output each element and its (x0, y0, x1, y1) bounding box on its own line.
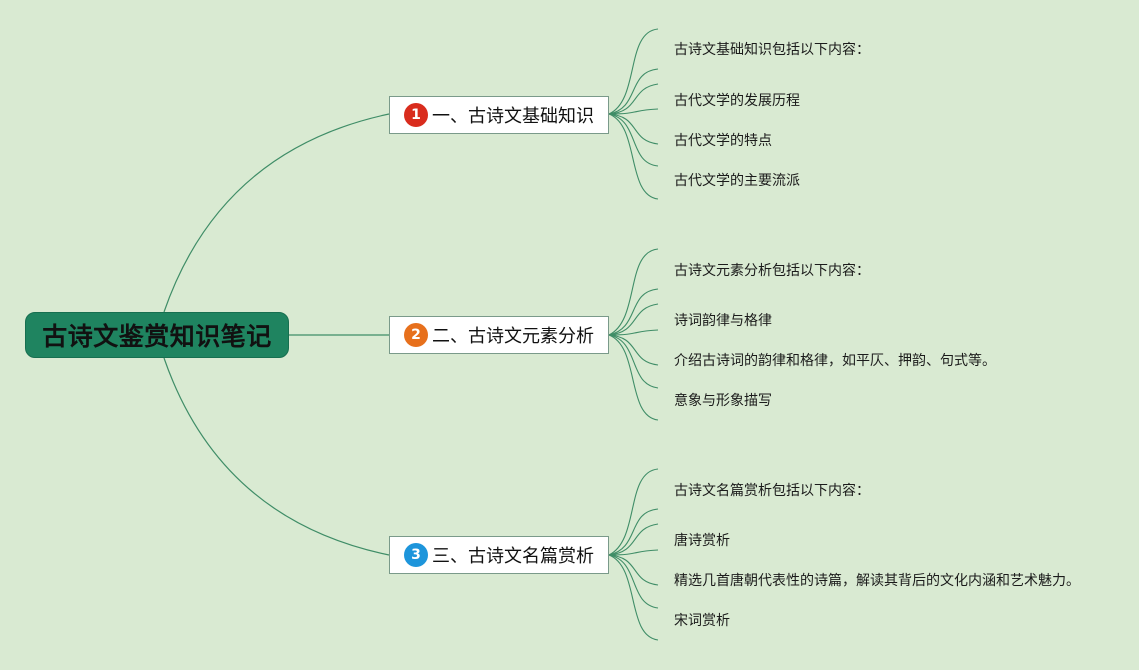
number-badge-3: 3 (404, 543, 428, 567)
branch-topic-1-label: 一、古诗文基础知识 (432, 106, 594, 127)
number-badge-1: 1 (404, 103, 428, 127)
branch-1-link-g (608, 113, 659, 200)
branch-3-leaf-3[interactable]: 精选几首唐朝代表性的诗篇，解读其背后的文化内涵和艺术魅力。 (674, 573, 1080, 589)
branch-3-leaf-4[interactable]: 宋词赏析 (674, 613, 730, 629)
branch-1-link-f (608, 113, 659, 167)
branch-3-link-f (608, 554, 659, 609)
branch-3-link-c (608, 523, 659, 556)
branch-3-link-a (608, 468, 659, 556)
branch-1-link-c (608, 83, 659, 115)
branch-topic-3-label: 三、古诗文名篇赏析 (432, 546, 594, 567)
branch-2-leaf-1[interactable]: 古诗文元素分析包括以下内容： (674, 263, 870, 279)
branch-3-leaf-2[interactable]: 唐诗赏析 (674, 533, 730, 549)
root-link-1 (163, 113, 390, 313)
branch-3-link-e (608, 554, 659, 586)
branch-1-link-b (608, 68, 659, 115)
branch-3-link-g (608, 554, 659, 641)
branch-2-link-g (608, 334, 659, 421)
branch-3-link-d (608, 549, 659, 556)
branch-2-link-b (608, 288, 659, 336)
branch-1-leaf-2[interactable]: 古代文学的发展历程 (674, 93, 800, 109)
branch-topic-1[interactable]: 1 一、古诗文基础知识 (389, 96, 609, 134)
branch-3-leaf-1[interactable]: 古诗文名篇赏析包括以下内容： (674, 483, 870, 499)
branch-topic-3[interactable]: 3 三、古诗文名篇赏析 (389, 536, 609, 574)
branch-2-link-e (608, 334, 659, 366)
branch-topic-2-label: 二、古诗文元素分析 (432, 326, 594, 347)
branch-topic-2[interactable]: 2 二、古诗文元素分析 (389, 316, 609, 354)
branch-2-link-f (608, 334, 659, 389)
root-link-3 (163, 357, 390, 556)
root-topic[interactable]: 古诗文鉴赏知识笔记 (25, 312, 289, 358)
root-topic-label: 古诗文鉴赏知识笔记 (42, 322, 272, 351)
branch-2-leaf-2[interactable]: 诗词韵律与格律 (674, 313, 772, 329)
branch-2-link-c (608, 303, 659, 336)
branch-2-link-d (608, 329, 659, 336)
branch-2-leaf-4[interactable]: 意象与形象描写 (674, 393, 772, 409)
branch-1-link-a (608, 28, 659, 115)
branch-1-leaf-1[interactable]: 古诗文基础知识包括以下内容： (674, 42, 870, 58)
branch-3-link-b (608, 508, 659, 556)
branch-2-link-a (608, 248, 659, 336)
branch-2-leaf-3[interactable]: 介绍古诗词的韵律和格律，如平仄、押韵、句式等。 (674, 353, 996, 369)
branch-1-link-d (608, 108, 659, 115)
branch-1-link-e (608, 113, 659, 145)
branch-1-leaf-3[interactable]: 古代文学的特点 (674, 133, 772, 149)
branch-1-leaf-4[interactable]: 古代文学的主要流派 (674, 173, 800, 189)
number-badge-2: 2 (404, 323, 428, 347)
